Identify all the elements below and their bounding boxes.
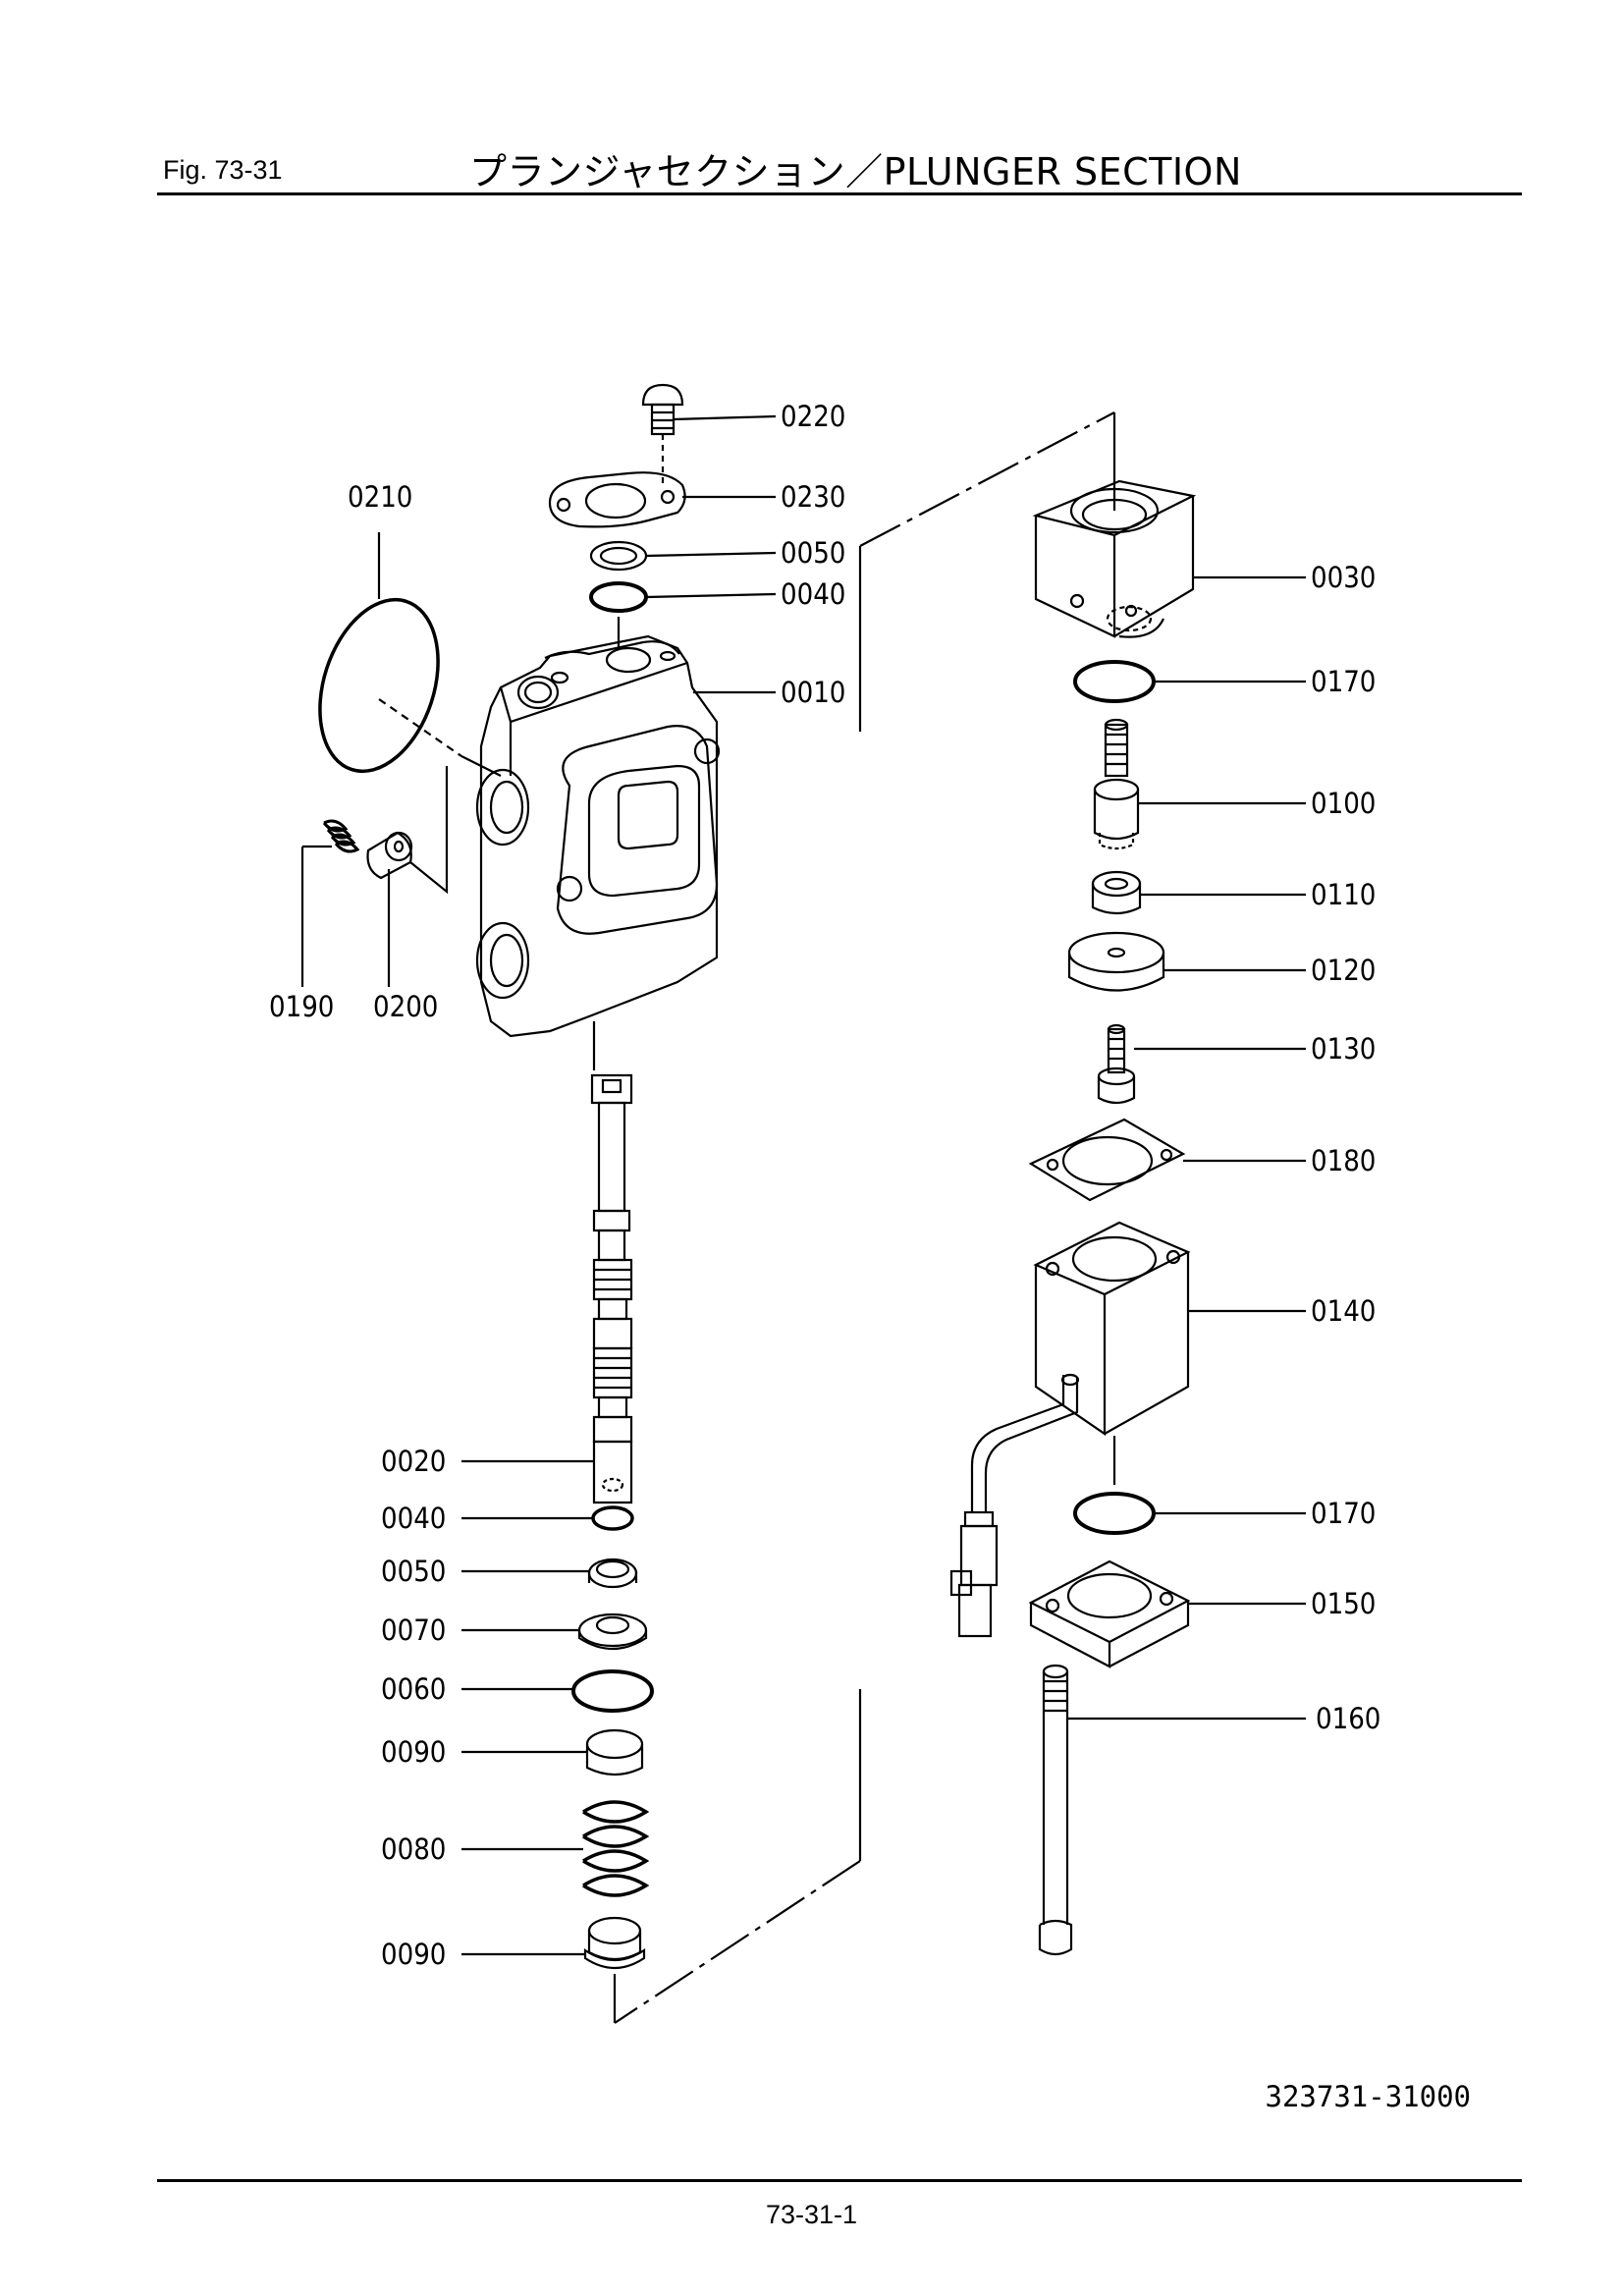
label-0130: 0130: [1311, 1032, 1376, 1066]
part-0190-spring: [300, 819, 360, 987]
label-0040-top: 0040: [781, 577, 845, 611]
part-0120-cap: [1067, 931, 1306, 992]
part-0080-spring: [461, 1800, 650, 1897]
part-0150-flange: [1028, 1559, 1306, 1668]
label-0200: 0200: [373, 990, 438, 1023]
part-0050-ring: [589, 540, 777, 572]
assembly-guide-lines: [614, 411, 1116, 2024]
label-0110: 0110: [1311, 878, 1376, 911]
part-0040-oring: [589, 581, 777, 648]
part-0100-fitting: [1093, 718, 1306, 850]
label-0100: 0100: [1311, 787, 1376, 820]
header-divider: [157, 192, 1522, 195]
label-0010: 0010: [781, 676, 845, 709]
part-0230-flange: [548, 471, 776, 528]
part-0050-ring-lower: [461, 1558, 638, 1589]
label-0170-bottom: 0170: [1311, 1497, 1376, 1530]
part-0090-seat-lower: [461, 1916, 646, 2023]
label-0070: 0070: [381, 1613, 446, 1647]
label-0160: 0160: [1316, 1702, 1380, 1735]
label-0170-top: 0170: [1311, 665, 1376, 698]
part-0130-nipple: [1097, 1023, 1306, 1105]
label-0230: 0230: [781, 480, 845, 514]
drawing-number: 323731-31000: [1265, 2080, 1471, 2113]
label-0210: 0210: [348, 480, 412, 514]
part-0110-nut: [1091, 870, 1306, 915]
figure-number: Fig. 73-31: [163, 155, 283, 185]
part-0180-gasket: [1028, 1118, 1306, 1202]
part-0010-valve-body: [475, 634, 776, 1070]
label-0090-bottom: 0090: [381, 1938, 446, 1971]
label-0150: 0150: [1311, 1587, 1376, 1620]
part-0090-seat-upper: [461, 1728, 644, 1777]
part-0200-plug: [366, 766, 449, 987]
page-title: プランジャセクション／PLUNGER SECTION: [469, 150, 1242, 193]
label-0030: 0030: [1311, 561, 1376, 594]
part-0030-block: [1032, 479, 1306, 638]
page-number: 73-31-1: [765, 2200, 858, 2229]
label-0090-top: 0090: [381, 1735, 446, 1769]
label-0190: 0190: [269, 990, 334, 1023]
label-0020: 0020: [381, 1445, 446, 1478]
part-0220-screw: [641, 383, 777, 483]
label-0180: 0180: [1311, 1144, 1376, 1177]
label-0120: 0120: [1311, 954, 1376, 987]
part-0170-oring-lower: [1073, 1492, 1306, 1535]
label-0220: 0220: [781, 400, 845, 433]
part-0040-oring-lower: [461, 1505, 634, 1531]
label-0140: 0140: [1311, 1294, 1376, 1328]
label-0060: 0060: [381, 1672, 446, 1706]
part-0020-spool: [461, 1073, 633, 1504]
footer-divider: [157, 2179, 1522, 2182]
label-0040-bottom: 0040: [381, 1502, 446, 1535]
part-0170-oring-upper: [1073, 660, 1306, 703]
page-header: Fig. 73-31 プランジャセクション／PLUNGER SECTION: [157, 137, 1522, 196]
part-0060-oring: [461, 1669, 654, 1713]
part-0210-large-oring: [318, 532, 502, 777]
part-0070-washer: [461, 1613, 648, 1650]
label-0050-bottom: 0050: [381, 1555, 446, 1588]
label-0050-top: 0050: [781, 536, 845, 570]
part-0140-block: [949, 1221, 1306, 1638]
label-0080: 0080: [381, 1832, 446, 1866]
part-0160-bolt: [1038, 1664, 1306, 1956]
